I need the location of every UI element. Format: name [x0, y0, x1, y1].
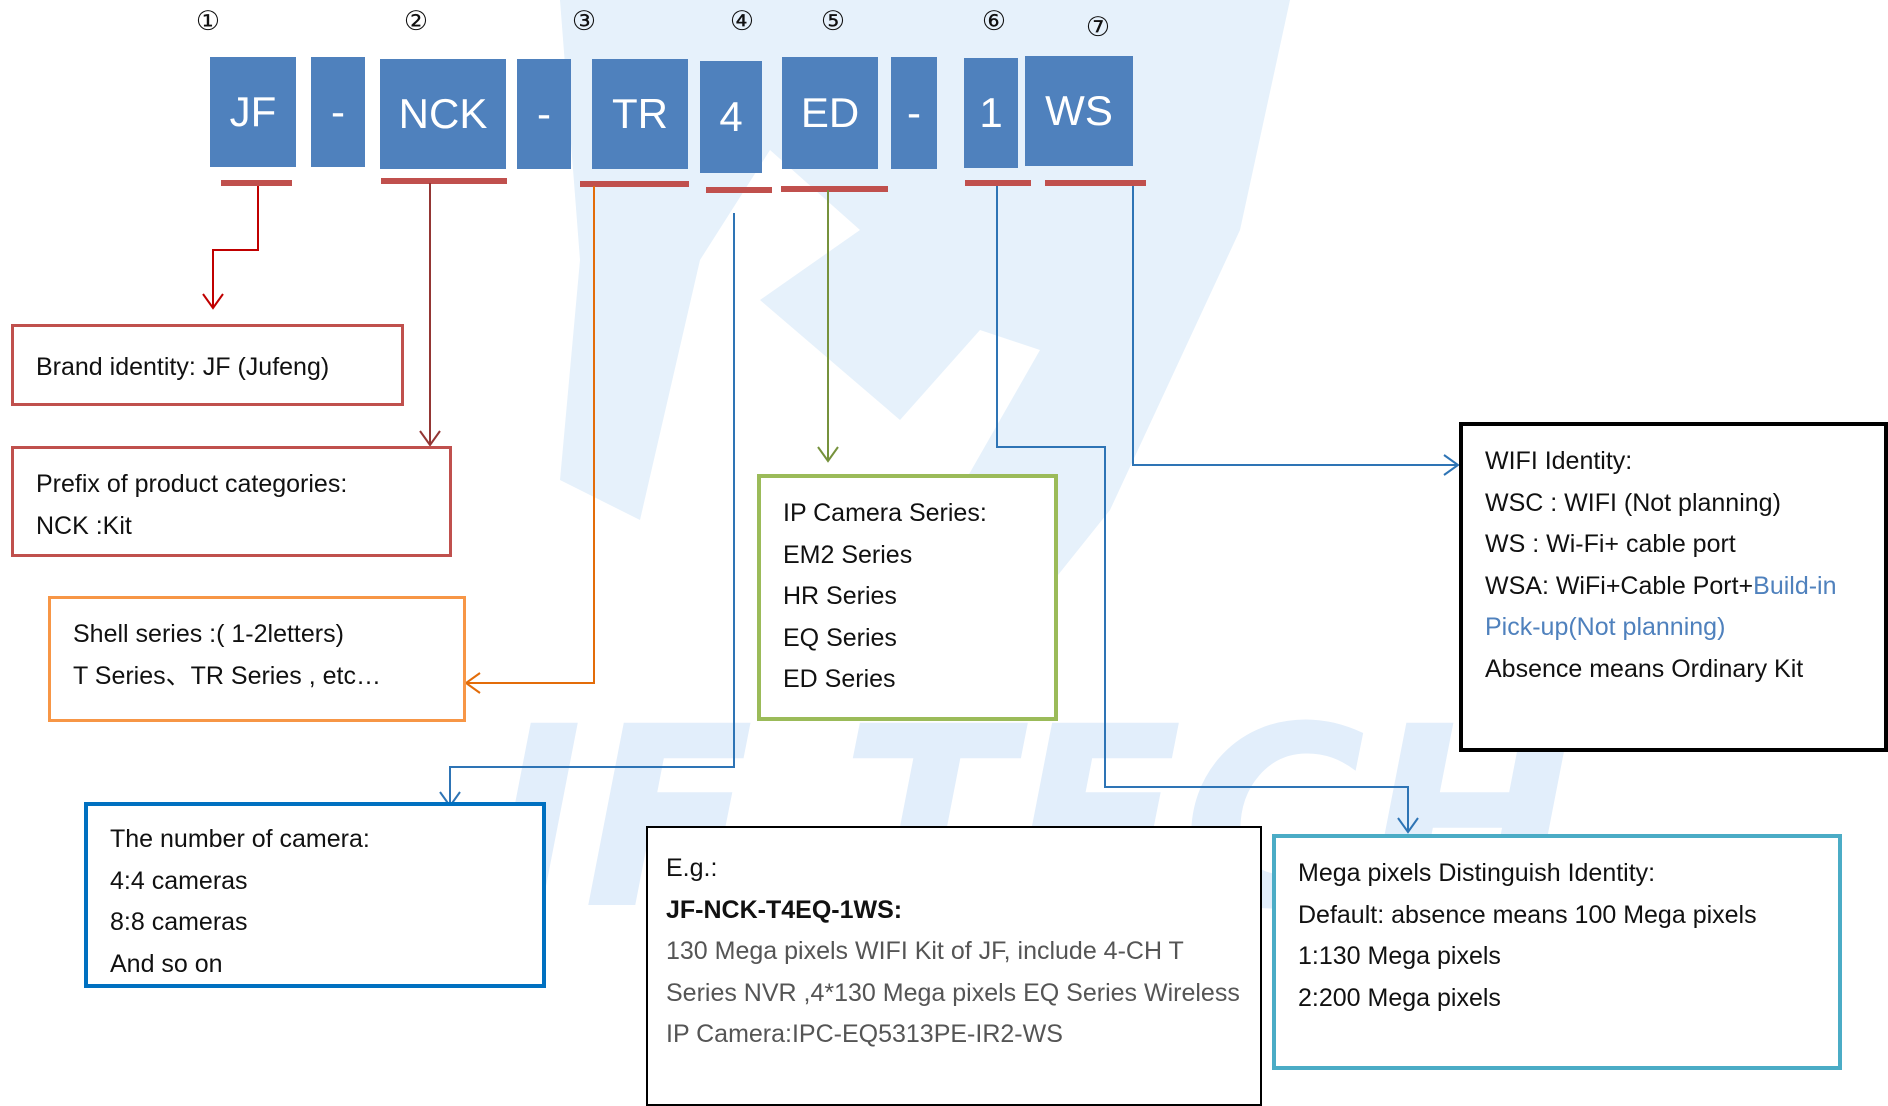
connector-wifi: [1132, 186, 1458, 466]
shell-series-values: T Series、TR Series , etc…: [73, 661, 381, 690]
circled-number-5: ⑤: [820, 6, 846, 37]
mega-default: Default: absence means 100 Mega pixels: [1298, 900, 1757, 929]
underline-ed: [781, 186, 888, 192]
arrowhead-prefix: [419, 430, 441, 447]
prefix-box: Prefix of product categories: NCK :Kit: [11, 446, 452, 557]
wifi-absence: Absence means Ordinary Kit: [1485, 654, 1804, 683]
arrowhead-ip: [817, 446, 839, 463]
ip-series-eq: EQ Series: [783, 623, 897, 652]
example-desc-3: IP Camera:IPC-EQ5313PE-IR2-WS: [666, 1020, 1063, 1048]
connector-brand: [212, 186, 259, 308]
brand-identity-box: Brand identity: JF (Jufeng): [11, 324, 404, 406]
segment-1: 1: [964, 58, 1018, 168]
segment-4: 4: [700, 61, 762, 173]
camera-count-line-4: 4:4 cameras: [110, 866, 248, 895]
example-desc-1: 130 Mega pixels WIFI Kit of JF, include …: [666, 937, 1184, 965]
underline-tr: [580, 181, 689, 187]
wifi-wsa-prefix: WSA: WiFi+Cable Port+: [1485, 571, 1754, 600]
wifi-title: WIFI Identity:: [1485, 447, 1633, 475]
underline-jf: [221, 180, 292, 186]
segment-ed: ED: [782, 57, 878, 169]
shell-series-title: Shell series :( 1-2letters): [73, 620, 344, 648]
mega-200: 2:200 Mega pixels: [1298, 983, 1501, 1012]
wifi-wsc: WSC : WIFI (Not planning): [1485, 488, 1781, 517]
segment-dash-1: -: [311, 57, 365, 167]
prefix-value: NCK :Kit: [36, 511, 132, 540]
wifi-wsa: WSA: WiFi+Cable Port+Build-in: [1485, 566, 1884, 608]
brand-identity-text: Brand identity: JF (Jufeng): [36, 353, 330, 381]
connector-mega: [996, 186, 1409, 832]
mega-130: 1:130 Mega pixels: [1298, 942, 1501, 970]
example-label: E.g.:: [666, 854, 718, 882]
arrowhead-brand: [202, 293, 224, 310]
example-code: JF-NCK-T4EQ-1WS:: [666, 895, 903, 924]
ip-series-em2: EM2 Series: [783, 540, 913, 569]
circled-number-6: ⑥: [981, 6, 1007, 37]
shell-series-box: Shell series :( 1-2letters) T Series、TR …: [48, 596, 466, 722]
arrowhead-mega: [1397, 817, 1419, 834]
ip-camera-series-box: IP Camera Series: EM2 Series HR Series E…: [757, 474, 1058, 721]
segment-dash-3: -: [891, 57, 937, 169]
wifi-wsa-pickup-cont: Pick-up(Not planning): [1485, 613, 1726, 641]
camera-count-more: And so on: [110, 949, 223, 978]
underline-1: [965, 180, 1031, 186]
circled-number-2: ②: [403, 6, 429, 37]
underline-nck: [381, 178, 507, 184]
ip-series-hr: HR Series: [783, 582, 897, 610]
wifi-wsa-pickup: Build-in: [1753, 571, 1837, 600]
segment-ws: WS: [1025, 56, 1133, 166]
mega-title: Mega pixels Distinguish Identity:: [1298, 859, 1656, 887]
ip-series-ed: ED Series: [783, 665, 896, 693]
wifi-identity-box: WIFI Identity: WSC : WIFI (Not planning)…: [1459, 422, 1888, 752]
circled-number-3: ③: [571, 6, 597, 37]
segment-tr: TR: [592, 59, 688, 169]
camera-count-title: The number of camera:: [110, 825, 370, 853]
ip-series-title: IP Camera Series:: [783, 499, 987, 527]
underline-ws: [1045, 180, 1146, 186]
circled-number-4: ④: [729, 6, 755, 37]
camera-count-line-8: 8:8 cameras: [110, 908, 248, 936]
arrowhead-wifi: [1443, 454, 1460, 476]
example-desc-2: Series NVR ,4*130 Mega pixels EQ Series …: [666, 978, 1240, 1007]
segment-dash-2: -: [517, 59, 571, 169]
segment-nck: NCK: [380, 59, 506, 169]
connector-shell: [466, 186, 595, 684]
connector-count: [449, 213, 735, 806]
prefix-title: Prefix of product categories:: [36, 470, 348, 498]
wifi-ws: WS : Wi-Fi+ cable port: [1485, 530, 1736, 558]
circled-number-1: ①: [195, 6, 221, 37]
underline-4: [706, 187, 772, 193]
segment-jf: JF: [210, 57, 296, 167]
circled-number-7: ⑦: [1085, 12, 1111, 43]
example-box: E.g.: JF-NCK-T4EQ-1WS: 130 Mega pixels W…: [646, 826, 1262, 1106]
arrowhead-shell: [464, 672, 481, 694]
mega-pixels-box: Mega pixels Distinguish Identity: Defaul…: [1272, 834, 1842, 1070]
camera-count-box: The number of camera: 4:4 cameras 8:8 ca…: [84, 802, 546, 988]
